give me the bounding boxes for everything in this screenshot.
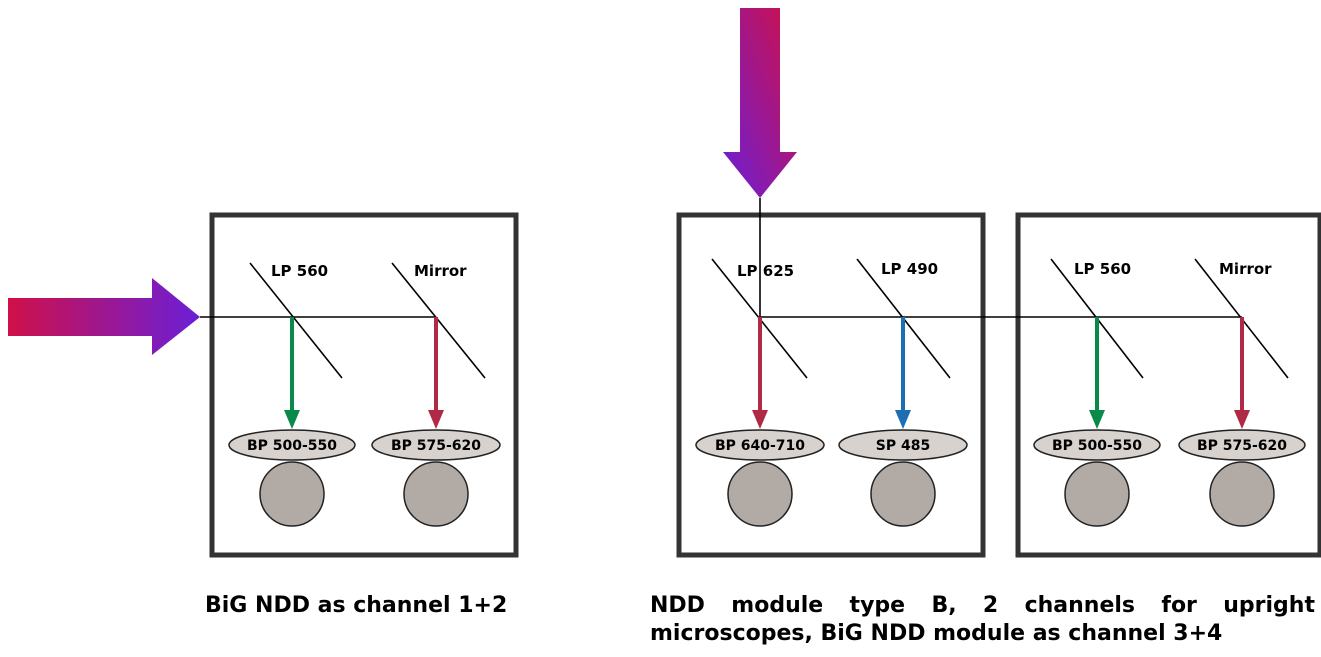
emission-filter	[1033, 429, 1161, 461]
emission-filter	[838, 429, 968, 461]
detector	[1209, 461, 1275, 527]
detector	[259, 461, 325, 527]
emission-arrow-red	[1234, 317, 1250, 429]
filter-label: BP 575-620	[391, 438, 481, 454]
big-module-box	[1015, 212, 1321, 558]
filter-label: BP 500-550	[247, 438, 337, 454]
mirror-mirror-left	[391, 262, 486, 379]
type-b-module-box	[676, 212, 986, 558]
caption-right: NDD module type B, 2 channels for uprigh…	[650, 593, 1315, 646]
detector	[870, 461, 936, 527]
emission-arrow-blue	[895, 317, 911, 429]
detector	[1064, 461, 1130, 527]
mirror-label: LP 625	[737, 262, 794, 280]
mirror-label: Mirror	[1219, 260, 1272, 278]
mirror-label: LP 490	[881, 260, 938, 278]
filter-label: BP 575-620	[1197, 438, 1287, 454]
emission-filter	[371, 429, 501, 461]
left-module-box	[209, 212, 519, 558]
emission-arrow-green	[1089, 317, 1105, 429]
emission-arrow-red	[428, 317, 444, 429]
emission-filter	[228, 429, 356, 461]
emission-arrow-red	[752, 317, 768, 429]
emission-filter	[1178, 429, 1306, 461]
mirror-label: LP 560	[271, 262, 328, 280]
mirror-lp560-left	[249, 262, 343, 379]
emission-arrow-green	[284, 317, 300, 429]
caption-left: BiG NDD as channel 1+2	[205, 593, 508, 618]
emission-filter	[695, 429, 825, 461]
mirror-label: LP 560	[1074, 260, 1131, 278]
filter-label: BP 500-550	[1052, 438, 1142, 454]
incoming-light-arrow-top	[723, 8, 797, 198]
detector	[403, 461, 469, 527]
mirror-label: Mirror	[414, 262, 467, 280]
filter-label: SP 485	[876, 438, 930, 454]
incoming-light-arrow-left	[8, 278, 200, 355]
filter-label: BP 640-710	[715, 438, 805, 454]
detector	[727, 461, 793, 527]
